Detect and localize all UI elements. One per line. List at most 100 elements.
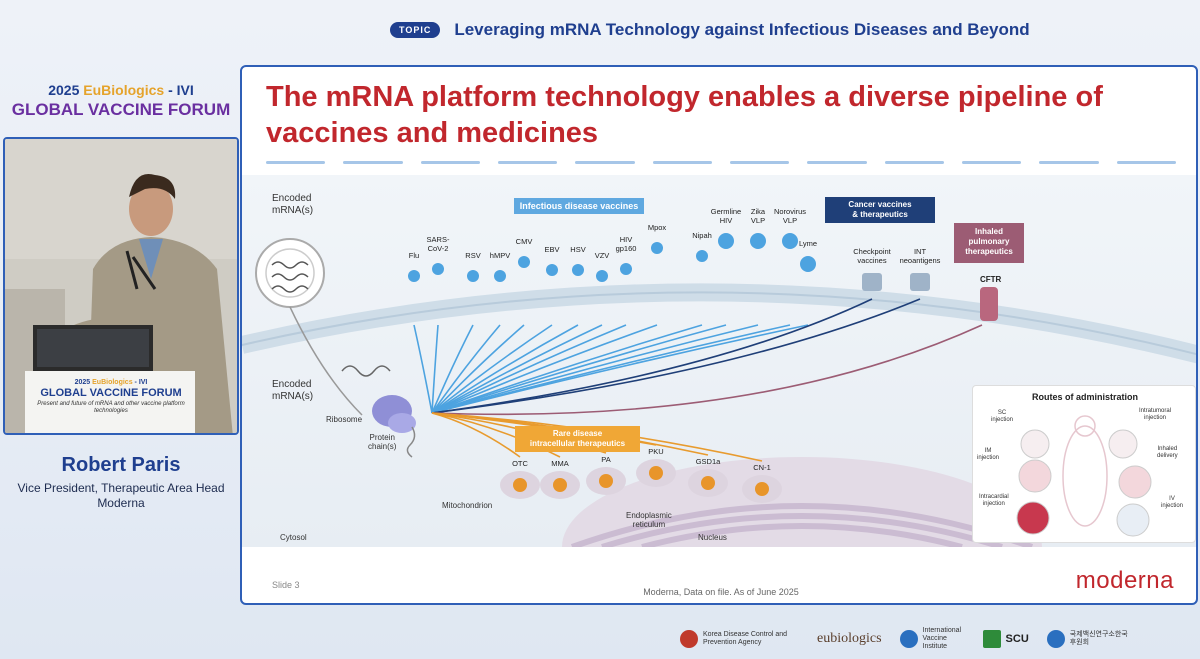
vaccine-label-7: VZV bbox=[595, 251, 610, 260]
ivi-logo-icon bbox=[899, 630, 918, 648]
speaker-video: 2025 EuBiologics - IVI GLOBAL VACCINE FO… bbox=[3, 137, 239, 435]
encoded-mid-line2: mRNA(s) bbox=[272, 391, 314, 402]
sponsor-korea-support-label: 국제백신연구소한국후원회 bbox=[1069, 631, 1128, 646]
rare-item-label-0: OTC bbox=[512, 459, 528, 468]
podium-year: 2025 bbox=[74, 379, 91, 386]
forum-org: EuBiologics bbox=[83, 82, 165, 98]
rare-item-label-4: GSD1a bbox=[695, 457, 721, 466]
vaccine-label-9: Mpox bbox=[648, 223, 666, 232]
nucleus-label: Nucleus bbox=[698, 533, 727, 542]
vaccine-arrow-5 bbox=[431, 324, 553, 414]
vaccine-protein-9 bbox=[651, 242, 663, 254]
rare-item-label-5: CN-1 bbox=[753, 463, 771, 472]
route-iv-line1: IV bbox=[1169, 496, 1175, 502]
rare-protein-0 bbox=[513, 478, 527, 492]
sponsor-ivi-label: International Vaccine Institute bbox=[922, 627, 962, 650]
cancer-arrow-0 bbox=[431, 298, 873, 414]
route-iv-line2: injection bbox=[1161, 503, 1184, 509]
rare-arrow-0 bbox=[431, 412, 521, 458]
cancer-item-label-0-line-1: vaccines bbox=[857, 256, 887, 265]
vaccine-protein-13 bbox=[782, 233, 798, 249]
vaccine-label-12-line-0: Zika bbox=[750, 207, 766, 216]
vaccine-arrow-14 bbox=[431, 324, 809, 414]
sponsor-korea-support: 국제백신연구소한국후원회 bbox=[1046, 630, 1132, 648]
podium-org: EuBiologics bbox=[92, 379, 133, 386]
infectious-label: Infectious disease vaccines bbox=[514, 198, 644, 214]
rare-protein-1 bbox=[553, 478, 567, 492]
forum-year: 2025 bbox=[48, 82, 80, 98]
vaccine-protein-0 bbox=[408, 270, 420, 282]
route-sc-line2: injection bbox=[991, 417, 1014, 423]
encoded-top-line1: Encoded bbox=[272, 193, 312, 204]
vaccine-arrow-8 bbox=[431, 324, 627, 414]
cancer-item-label-0-line-0: Checkpoint bbox=[853, 247, 891, 256]
speaker-video-scene bbox=[5, 139, 237, 433]
cancer-protein-1 bbox=[910, 273, 930, 291]
vaccine-protein-14 bbox=[800, 256, 816, 272]
speaker-name: Robert Paris bbox=[61, 454, 181, 476]
cancer-label-line1: Cancer vaccines bbox=[848, 200, 912, 209]
vaccine-arrow-4 bbox=[431, 324, 525, 414]
sponsor-scu-label: SCU bbox=[1005, 633, 1029, 645]
pulmonary-arrow bbox=[431, 324, 983, 416]
vaccine-protein-2 bbox=[467, 270, 479, 282]
rare-line1: Rare disease bbox=[552, 429, 603, 438]
route-inhaled: Inhaled delivery bbox=[1157, 446, 1178, 460]
vaccine-label-12-line-1: VLP bbox=[750, 216, 766, 225]
route-im-line2: injection bbox=[977, 455, 1000, 461]
vaccine-label-13-line-1: VLP bbox=[782, 216, 798, 225]
forum-year-line: 2025 EuBiologics - IVI bbox=[0, 82, 242, 98]
pulmonary-line2: pulmonary bbox=[968, 237, 1010, 246]
vaccine-protein-1 bbox=[432, 263, 444, 275]
vaccine-label-4-line-0: CMV bbox=[515, 237, 533, 246]
route-intratumoral: Intratumoral injection bbox=[1139, 408, 1171, 422]
cancer-label: Cancer vaccines & therapeutics bbox=[825, 197, 935, 223]
sponsor-eubiologics-label: eubiologics bbox=[817, 631, 882, 646]
vaccine-label-5: EBV bbox=[544, 245, 559, 254]
pulmonary-label: Inhaled pulmonary therapeutics bbox=[954, 223, 1024, 263]
route-im-line1: IM bbox=[984, 448, 992, 454]
vaccine-label-3: hMPV bbox=[490, 251, 510, 260]
vaccine-label-8-line-0: HIV bbox=[619, 235, 633, 244]
vaccine-protein-6 bbox=[572, 264, 584, 276]
cftr-label: CFTR bbox=[980, 275, 1002, 284]
er-line1: Endoplasmic bbox=[626, 511, 672, 520]
cytosol-label: Cytosol bbox=[280, 533, 307, 542]
vaccine-protein-4 bbox=[518, 256, 530, 268]
vaccine-label-3-line-0: hMPV bbox=[489, 251, 511, 260]
presentation-slide: The mRNA platform technology enables a d… bbox=[240, 65, 1198, 605]
route-intracardial: Intracardial injection bbox=[979, 494, 1009, 508]
vaccine-label-11-line-1: HIV bbox=[719, 216, 733, 225]
cancer-label-line2: & therapeutics bbox=[852, 210, 908, 219]
rare-protein-4 bbox=[701, 476, 715, 490]
podium-name: GLOBAL VACCINE FORUM bbox=[40, 387, 182, 399]
mitochondrion-label: Mitochondrion bbox=[442, 501, 493, 510]
vaccine-arrow-0 bbox=[413, 324, 433, 414]
slide-number: Slide 3 bbox=[272, 580, 300, 590]
korea-support-logo-icon bbox=[1046, 630, 1065, 648]
vaccine-protein-5 bbox=[546, 264, 558, 276]
vaccine-label-0: Flu bbox=[409, 251, 419, 260]
topic-pill: TOPIC bbox=[390, 22, 441, 38]
vaccine-arrow-11 bbox=[431, 324, 727, 414]
vaccine-label-4: CMV bbox=[516, 237, 533, 246]
title-underline bbox=[266, 161, 1176, 164]
vaccine-arrow-12 bbox=[431, 324, 759, 414]
arrows-layer bbox=[408, 233, 998, 503]
vaccine-arrow-1 bbox=[431, 324, 439, 414]
vaccine-label-13-line-0: Norovirus bbox=[773, 207, 807, 216]
vaccine-label-9-line-0: Mpox bbox=[647, 223, 667, 232]
pulmonary-line3: therapeutics bbox=[965, 247, 1013, 256]
vaccine-label-8-line-1: gp160 bbox=[615, 244, 637, 253]
protein-line1: Protein bbox=[369, 433, 395, 442]
cancer-protein-0 bbox=[862, 273, 882, 291]
pulmonary-line1: Inhaled bbox=[974, 227, 1003, 236]
cancer-item-label-1-line-1: neoantigens bbox=[899, 256, 941, 265]
vaccine-protein-12 bbox=[750, 233, 766, 249]
rare-item-label-3: PKU bbox=[648, 447, 664, 456]
sponsor-bar: Korea Disease Control and Prevention Age… bbox=[680, 626, 1132, 652]
vaccine-label-6: HSV bbox=[570, 245, 585, 254]
